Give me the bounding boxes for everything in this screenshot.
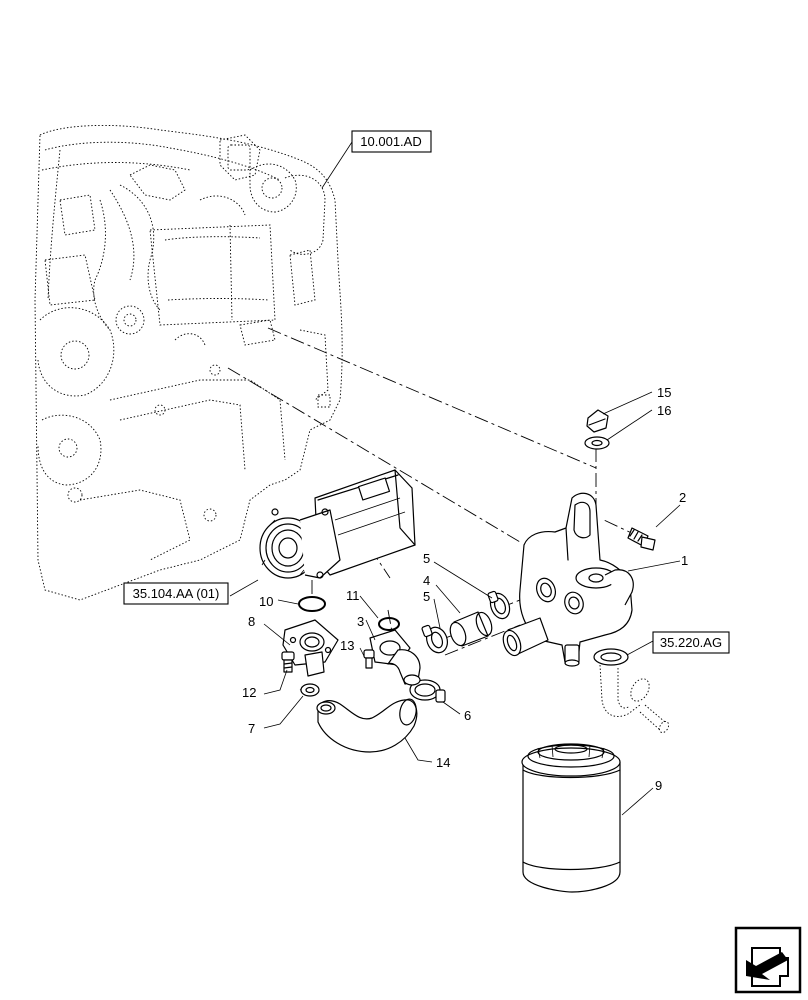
callout-6: 6 (464, 708, 471, 723)
callout-9: 9 (655, 778, 662, 793)
callout-leaders (229, 141, 681, 816)
callout-14: 14 (436, 755, 450, 770)
part-16-washer (584, 436, 610, 450)
part-9-filter (521, 743, 621, 893)
part-8-flange (282, 619, 339, 677)
callout-1: 1 (681, 553, 688, 568)
part-4-hose (449, 611, 493, 647)
callout-7: 7 (248, 721, 255, 736)
reference-link-35104aa[interactable]: 35.104.AA (01) (123, 582, 229, 605)
part-14-hose (316, 698, 418, 753)
part-15-plug (586, 409, 609, 433)
callout-13: 13 (340, 638, 354, 653)
callout-labels: 1 2 3 4 5 5 6 7 8 9 10 11 12 13 14 15 16 (242, 385, 688, 793)
part-7-fitting (300, 683, 320, 697)
part-10-o-ring (298, 596, 326, 612)
callout-12: 12 (242, 685, 256, 700)
part-5-clamp-lower (421, 624, 448, 654)
reference-link-35220ag[interactable]: 35.220.AG (652, 631, 730, 654)
callout-2: 2 (679, 490, 686, 505)
filter-head-housing-drawing (502, 492, 634, 667)
part-12-bolt (281, 651, 295, 673)
reference-link-10001ad[interactable]: 10.001.AD (351, 130, 432, 153)
part-13-bolt (363, 649, 375, 669)
callout-5-lower: 5 (423, 589, 430, 604)
callout-16: 16 (657, 403, 671, 418)
coolant-pipe-reference-drawing (593, 648, 670, 734)
part-2-bolt (627, 527, 656, 551)
engine-block-drawing (34, 124, 343, 601)
hydraulic-pump-drawing (259, 469, 416, 579)
part-6-clamp (409, 679, 446, 703)
part-11-o-ring (378, 617, 400, 631)
reference-label-pipe[interactable]: 35.220.AG (660, 635, 722, 650)
part-5-clamp-upper (487, 590, 511, 620)
callout-3: 3 (357, 614, 364, 629)
callout-8: 8 (248, 614, 255, 629)
callout-11: 11 (346, 588, 360, 603)
reference-label-pump[interactable]: 35.104.AA (01) (133, 586, 220, 601)
reference-label-engine[interactable]: 10.001.AD (360, 134, 421, 149)
callout-15: 15 (657, 385, 671, 400)
previous-page-arrow-icon[interactable] (734, 926, 802, 994)
callout-5-upper: 5 (423, 551, 430, 566)
callout-4: 4 (423, 573, 430, 588)
part-3-elbow (369, 629, 421, 686)
callout-10: 10 (259, 594, 273, 609)
